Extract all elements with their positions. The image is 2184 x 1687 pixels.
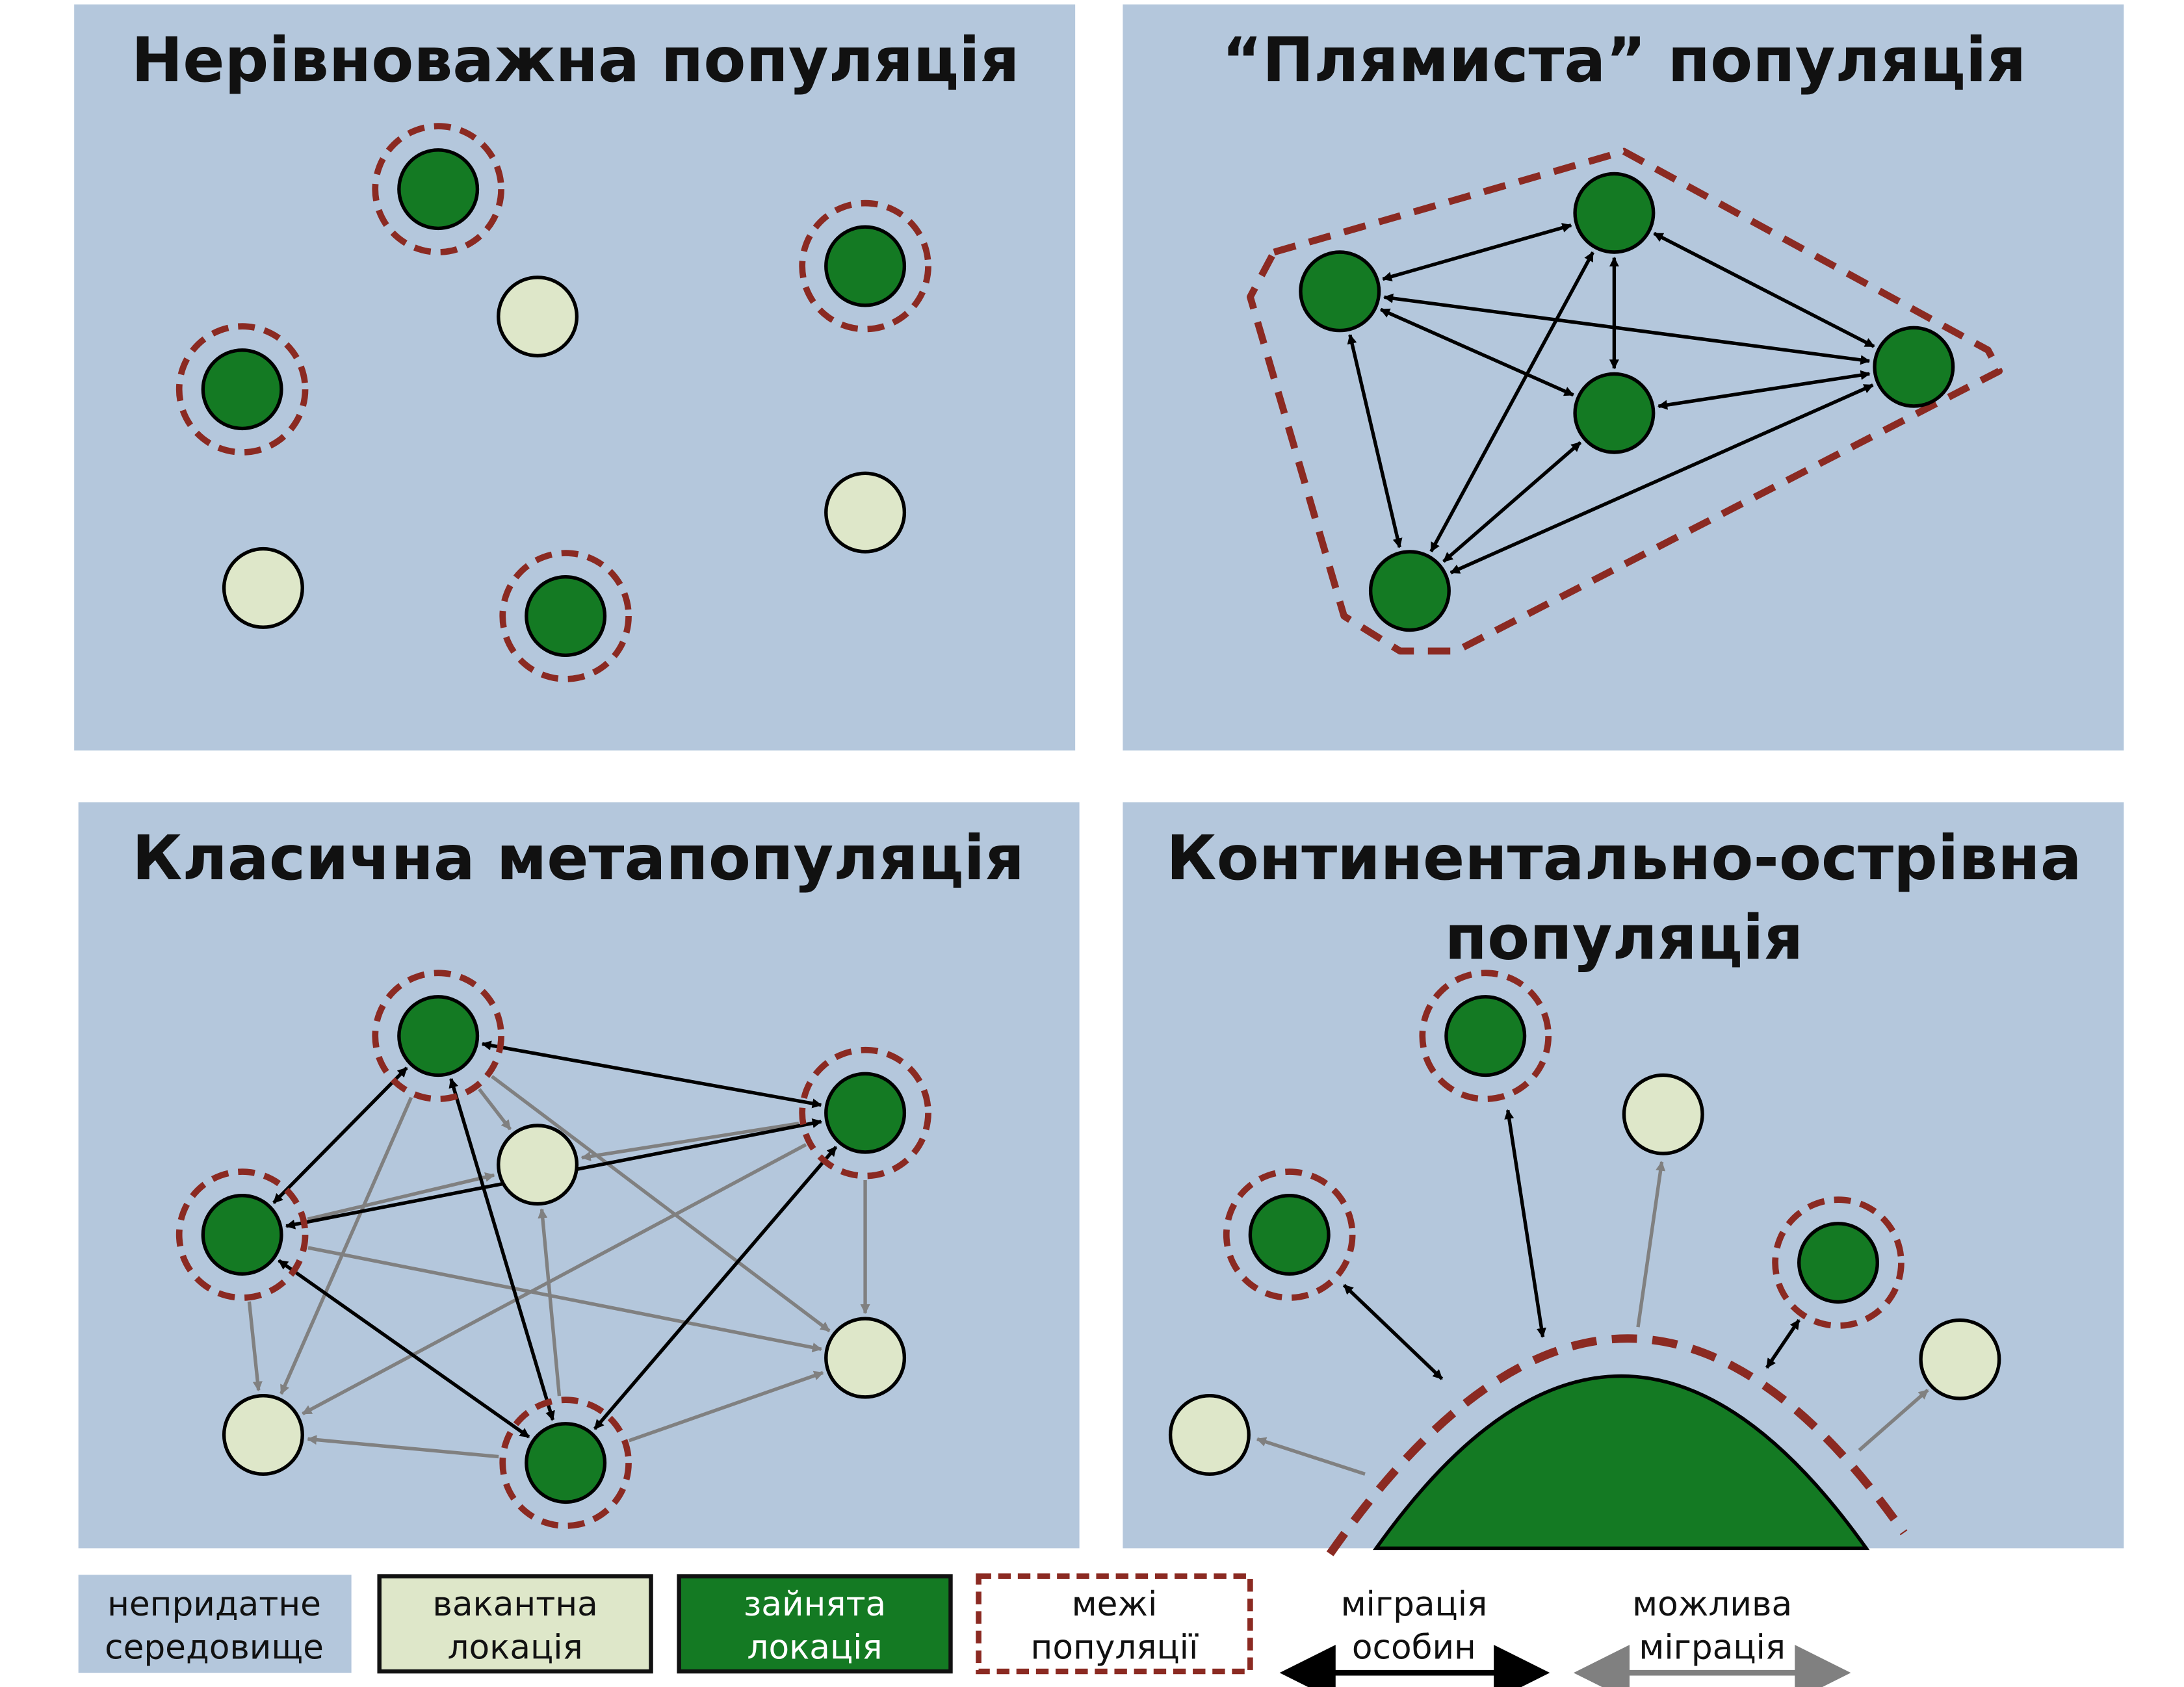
- occupied-location: [201, 1193, 283, 1276]
- population-boundary-ring: [499, 1397, 632, 1529]
- possible-migration-arrow: [307, 1435, 499, 1459]
- vacant-location: [497, 1124, 579, 1206]
- legend-label: вакантна: [432, 1585, 597, 1624]
- vacant-location: [222, 547, 304, 629]
- legend-label: популяції: [1031, 1629, 1199, 1668]
- occupied-location: [525, 1422, 607, 1504]
- occupied-location: [1873, 326, 1955, 408]
- occupied-location: [1248, 1193, 1331, 1276]
- legend-possible-migration: можлива міграція: [1573, 1585, 1851, 1687]
- population-boundary-ring: [176, 323, 309, 456]
- occupied-location: [397, 995, 480, 1077]
- legend-vacant-location: вакантна локація: [377, 1574, 653, 1674]
- panel-title: Континентально-острівна: [1166, 823, 2081, 894]
- legend-label: міграція: [1341, 1585, 1488, 1624]
- occupied-location: [397, 148, 480, 231]
- migration-arrow: [1765, 1319, 1800, 1369]
- legend-label: непридатне: [107, 1585, 321, 1624]
- occupied-location: [1797, 1222, 1879, 1304]
- population-boundary: [1246, 148, 2003, 655]
- mainland-boundary: [1326, 1334, 1908, 1556]
- panel-classic: Класична метапопуляція: [78, 802, 1080, 1549]
- legend-label: локація: [747, 1629, 882, 1668]
- vacant-location: [1919, 1318, 2001, 1400]
- panel-nonequilibrium: Нерівноважна популяція: [74, 4, 1076, 751]
- vacant-location: [1168, 1394, 1251, 1476]
- vacant-location: [1622, 1073, 1704, 1155]
- population-boundary-ring: [176, 1168, 309, 1301]
- population-boundary-ring: [372, 123, 504, 255]
- occupied-location: [1299, 250, 1381, 333]
- legend-label: особин: [1352, 1629, 1476, 1668]
- migration-arrow: [1342, 1283, 1444, 1380]
- migration-arrow: [1504, 1109, 1546, 1338]
- legend-label: зайнята: [744, 1585, 886, 1624]
- occupied-location: [1444, 995, 1527, 1077]
- occupied-location: [201, 348, 283, 431]
- migration-arrow: [1347, 333, 1403, 548]
- panel-title: Нерівноважна популяція: [131, 25, 1020, 96]
- population-boundary-ring: [1419, 970, 1552, 1102]
- possible-migration-arrow: [1256, 1437, 1366, 1476]
- occupied-location: [525, 574, 607, 657]
- migration-arrow: [1653, 231, 1875, 348]
- panel-title: Класична метапопуляція: [132, 823, 1024, 894]
- population-boundary-ring: [799, 1046, 931, 1179]
- vacant-location: [222, 1394, 304, 1476]
- legend-label: середовище: [105, 1629, 324, 1668]
- occupied-location: [1573, 372, 1656, 454]
- legend-migration: міграція особин: [1279, 1585, 1550, 1687]
- migration-arrow: [1450, 383, 1874, 574]
- occupied-location: [824, 1072, 907, 1154]
- migration-arrow: [481, 1040, 822, 1109]
- population-boundary-ring: [1772, 1196, 1904, 1329]
- population-boundary-ring: [372, 970, 504, 1102]
- panel-title: популяція: [1445, 903, 1804, 974]
- vacant-location: [497, 276, 579, 358]
- population-boundary-ring: [499, 550, 632, 682]
- legend-label: локація: [448, 1629, 583, 1668]
- occupied-location: [1368, 550, 1451, 632]
- legend-occupied-location: зайнята локація: [677, 1574, 953, 1674]
- legend-label: міграція: [1639, 1629, 1786, 1668]
- possible-migration-arrow: [1858, 1389, 1929, 1452]
- legend-label: можлива: [1632, 1585, 1792, 1624]
- legend-population-boundary: межі популяції: [976, 1573, 1253, 1675]
- panel-title: “Плямиста” популяція: [1222, 25, 2027, 96]
- legend-unsuitable-habitat: непридатне середовище: [78, 1575, 352, 1673]
- migration-arrow: [593, 1146, 838, 1430]
- occupied-location: [1573, 172, 1656, 254]
- mainland: [1373, 1374, 1870, 1551]
- legend: непридатне середовище вакантна локація з…: [78, 1573, 1851, 1687]
- possible-migration-arrow: [247, 1301, 263, 1391]
- panel-patchy: “Плямиста” популяція: [1123, 4, 2124, 751]
- legend-label: межі: [1072, 1585, 1158, 1624]
- population-boundary-ring: [799, 200, 931, 333]
- vacant-location: [824, 1317, 907, 1399]
- migration-arrow: [278, 1259, 530, 1439]
- occupied-location: [824, 225, 907, 307]
- possible-migration-arrow: [1636, 1161, 1666, 1328]
- panel-mainland-island: Континентально-острівна популяція: [1123, 802, 2124, 1556]
- population-boundary-ring: [1223, 1168, 1356, 1301]
- vacant-location: [824, 471, 907, 554]
